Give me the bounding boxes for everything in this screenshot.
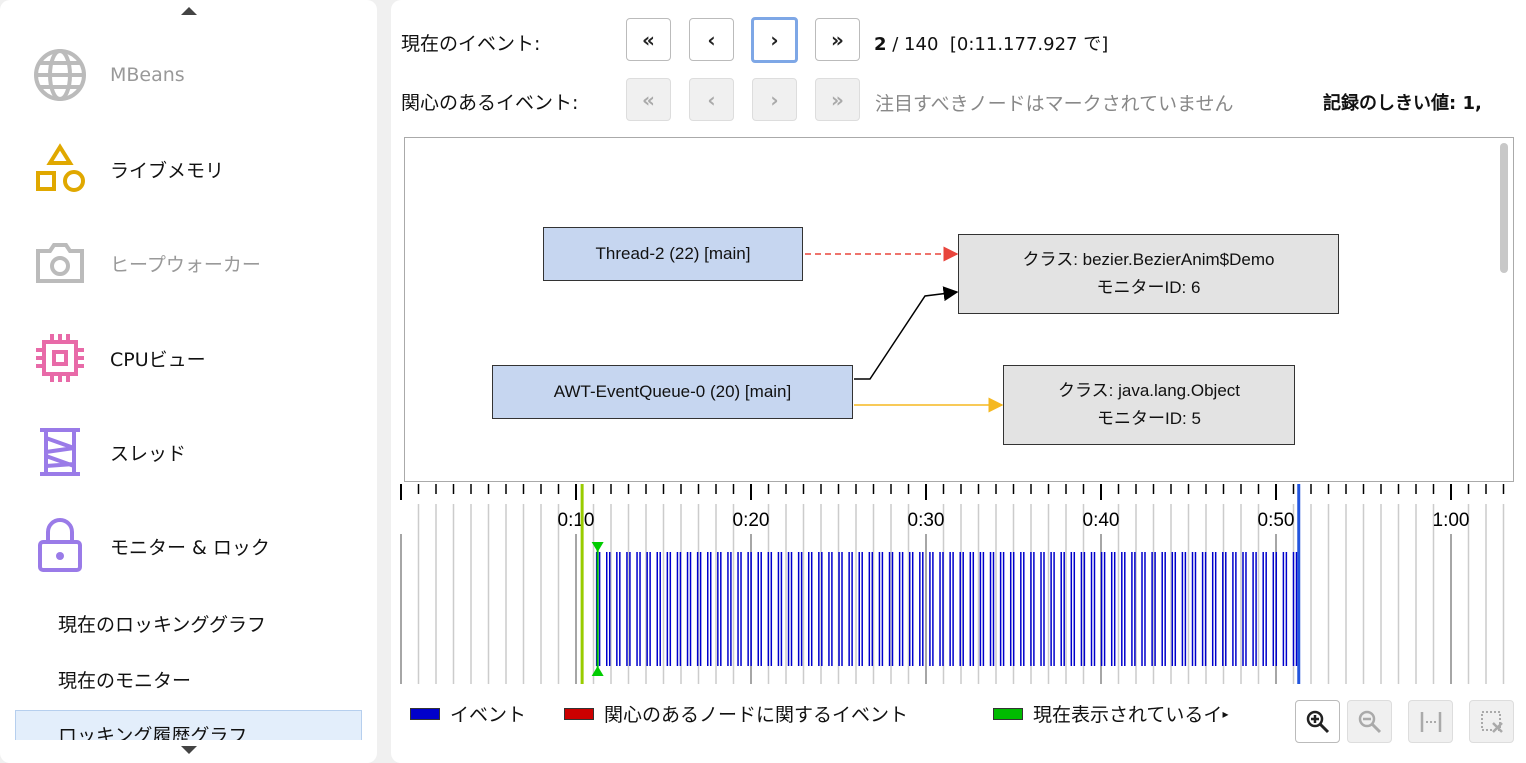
sidebar-item-heap-walker[interactable]: ヒープウォーカー [30, 233, 261, 293]
sidebar-item-label: MBeans [110, 64, 185, 86]
subitem-locking-history-graph[interactable]: ロッキング履歴グラフ [15, 710, 362, 740]
sidebar-item-label: スレッド [110, 442, 187, 465]
zoom-out-button[interactable] [1347, 700, 1392, 743]
timeline-tick-label: 1:00 [1433, 510, 1470, 531]
legend-swatch [564, 707, 594, 720]
current-event-marker-bottom [591, 666, 604, 676]
next-interest-button[interactable]: › [752, 78, 797, 121]
legend-item-current: 現在表示されているイ▸ [993, 700, 1283, 727]
monitor-node[interactable]: クラス: java.lang.Object モニターID: 5 [1003, 365, 1295, 445]
sidebar-item-label: ヒープウォーカー [110, 253, 261, 276]
thread-node[interactable]: AWT-EventQueue-0 (20) [main] [492, 365, 853, 419]
sidebar-item-monitors-locks[interactable]: モニター & ロック [30, 516, 270, 576]
thread-node[interactable]: Thread-2 (22) [main] [543, 227, 803, 281]
subitem-current-monitors[interactable]: 現在のモニター [58, 670, 192, 692]
threshold-value: 1, [1462, 93, 1482, 114]
sidebar-item-live-memory[interactable]: ライブメモリ [30, 139, 224, 199]
timeline-tick-label: 0:20 [733, 510, 770, 531]
timeline-tick-label: 0:40 [1083, 510, 1120, 531]
lock-icon [38, 518, 82, 572]
clear-selection-icon [1480, 710, 1503, 733]
zoom-out-icon [1358, 710, 1381, 733]
monitor-class: クラス: java.lang.Object [1057, 381, 1240, 400]
fit-width-icon [1420, 711, 1441, 732]
vertical-scrollbar[interactable] [1500, 143, 1508, 273]
first-event-button[interactable]: « [626, 18, 671, 61]
prev-event-button[interactable]: ‹ [689, 18, 734, 61]
first-interest-button[interactable]: « [626, 78, 671, 121]
locking-graph-canvas[interactable]: Thread-2 (22) [main] AWT-EventQueue-0 (2… [404, 137, 1514, 482]
legend-more-arrow[interactable]: ▸ [1222, 706, 1229, 721]
legend-label: 関心のあるノードに関するイベント [604, 704, 909, 726]
owns-edge [854, 286, 959, 380]
threshold-label: 記録のしきい値: [1323, 93, 1457, 114]
timeline-tick-label: 0:30 [908, 510, 945, 531]
event-total: / 140 [892, 34, 939, 55]
legend-item-interest-events: 関心のあるノードに関するイベント [564, 700, 908, 727]
graph-edges [805, 246, 1004, 413]
legend-swatch [993, 707, 1023, 720]
monitor-class: クラス: bezier.BezierAnim$Demo [1022, 250, 1275, 269]
camera-icon [36, 243, 84, 283]
sidebar-item-cpu[interactable]: CPUビュー [30, 328, 206, 388]
subitem-current-locking-graph[interactable]: 現在のロッキンググラフ [58, 614, 267, 636]
clear-selection-button[interactable] [1469, 700, 1514, 743]
monitor-node[interactable]: クラス: bezier.BezierAnim$Demo モニターID: 6 [958, 234, 1339, 314]
current-event-label: 現在のイベント: [401, 33, 541, 55]
timeline-tick-label: 0:50 [1258, 510, 1295, 531]
sidebar: MBeans ライブメモリ ヒープウォーカー CPUビュー スレッド モニター … [0, 0, 377, 763]
event-index: 2 [874, 34, 887, 55]
scroll-down-arrow[interactable] [181, 746, 197, 754]
next-event-button[interactable]: › [751, 17, 798, 63]
shapes-icon [36, 143, 85, 192]
last-interest-button[interactable]: » [815, 78, 860, 121]
event-time: [0:11.177.927 で] [949, 34, 1109, 55]
sidebar-item-threads[interactable]: スレッド [30, 422, 186, 482]
sidebar-item-label: モニター & ロック [110, 536, 270, 559]
no-marked-nodes-message: 注目すべきノードはマークされていません [875, 93, 1234, 115]
legend-swatch [410, 707, 440, 720]
spool-icon [40, 428, 80, 476]
zoom-in-button[interactable] [1295, 700, 1340, 743]
scroll-up-arrow[interactable] [181, 7, 197, 15]
timeline-tick-label: 0:10 [558, 510, 595, 531]
legend-item-events: イベント [410, 700, 526, 727]
monitor-id: モニターID: 6 [1096, 278, 1201, 297]
subitem-label: ロッキング履歴グラフ [58, 725, 248, 740]
legend-label: 現在表示されているイ [1033, 704, 1223, 726]
sidebar-item-mbeans[interactable]: MBeans [30, 45, 185, 105]
last-event-button[interactable]: » [815, 18, 860, 61]
prev-interest-button[interactable]: ‹ [689, 78, 734, 121]
cpu-icon [36, 334, 84, 382]
legend-label: イベント [450, 704, 527, 726]
zoom-in-icon [1306, 710, 1329, 733]
current-event-marker-top [591, 542, 604, 552]
sidebar-item-label: ライブメモリ [110, 159, 225, 182]
monitor-id: モニターID: 5 [1097, 409, 1201, 428]
fit-width-button[interactable] [1408, 700, 1453, 743]
event-timeline[interactable]: 0:10 0:20 0:30 0:40 0:50 1:00 [391, 484, 1511, 684]
interest-event-label: 関心のあるイベント: [401, 92, 579, 114]
sidebar-item-label: CPUビュー [110, 348, 206, 371]
globe-icon [34, 49, 86, 101]
